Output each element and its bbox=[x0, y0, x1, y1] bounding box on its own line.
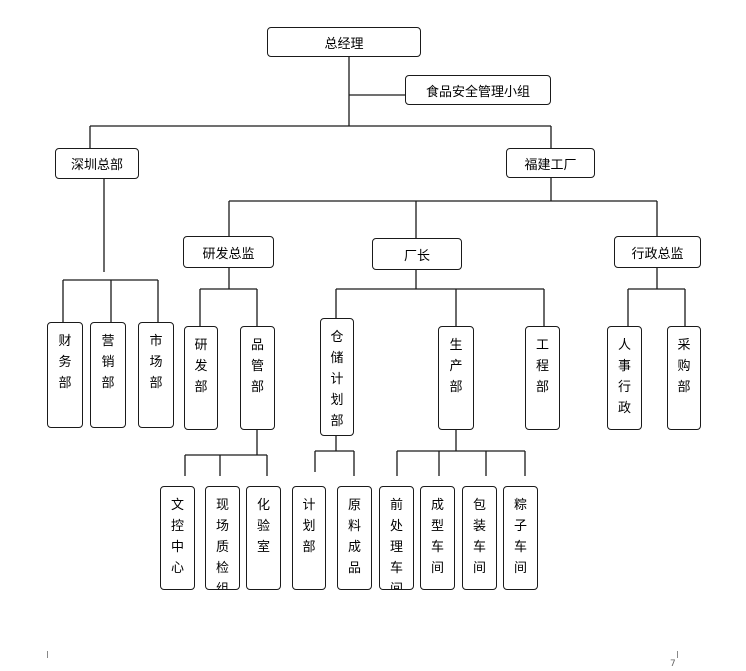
market-dept-box: 市场部 bbox=[138, 322, 174, 428]
engineering-dept-label: 工程部 bbox=[535, 338, 549, 395]
admin-director-label: 行政总监 bbox=[631, 246, 684, 262]
food-safety-team-box: 食品安全管理小组 bbox=[405, 75, 551, 105]
forming-workshop-label: 成型车间 bbox=[430, 498, 444, 576]
page-number: 7 bbox=[670, 659, 676, 669]
production-dept-label: 生产部 bbox=[449, 338, 463, 395]
zongzi-workshop-box: 粽子车间 bbox=[503, 486, 538, 590]
hr-admin-box: 人事行政 bbox=[607, 326, 642, 430]
storage-planning-label: 仓储计划部 bbox=[330, 330, 344, 429]
admin-director-box: 行政总监 bbox=[614, 236, 701, 268]
general-manager-box: 总经理 bbox=[267, 27, 421, 57]
lab-label: 化验室 bbox=[256, 498, 270, 555]
engineering-dept-box: 工程部 bbox=[525, 326, 560, 430]
marketing-dept-label: 营销部 bbox=[101, 334, 115, 391]
forming-workshop-box: 成型车间 bbox=[420, 486, 455, 590]
plant-manager-box: 厂长 bbox=[372, 238, 462, 270]
hr-admin-label: 人事行政 bbox=[617, 338, 631, 416]
onsite-qc-label: 现场质检组 bbox=[215, 498, 229, 590]
raw-finished-label: 原料成品 bbox=[347, 498, 361, 576]
rd-dept-box: 研发部 bbox=[184, 326, 218, 430]
shenzhen-hq-box: 深圳总部 bbox=[55, 148, 139, 179]
rd-director-label: 研发总监 bbox=[202, 246, 255, 262]
qc-dept-box: 品管部 bbox=[240, 326, 275, 430]
food-safety-team-label: 食品安全管理小组 bbox=[425, 84, 530, 100]
lab-box: 化验室 bbox=[246, 486, 281, 590]
plant-manager-label: 厂长 bbox=[403, 248, 430, 264]
packaging-workshop-label: 包装车间 bbox=[472, 498, 486, 576]
margin-mark-right bbox=[677, 651, 678, 658]
finance-dept-label: 财务部 bbox=[58, 334, 72, 391]
rd-director-box: 研发总监 bbox=[183, 236, 274, 268]
raw-finished-box: 原料成品 bbox=[337, 486, 372, 590]
doc-control-label: 文控中心 bbox=[170, 498, 184, 576]
qc-dept-label: 品管部 bbox=[250, 338, 264, 395]
margin-mark-left bbox=[47, 651, 48, 658]
pre-process-workshop-box: 前处理车间 bbox=[379, 486, 414, 590]
purchasing-dept-box: 采购部 bbox=[667, 326, 701, 430]
rd-dept-label: 研发部 bbox=[194, 338, 208, 395]
planning-dept-label: 计划部 bbox=[302, 498, 316, 555]
purchasing-dept-label: 采购部 bbox=[677, 338, 691, 395]
planning-dept-box: 计划部 bbox=[292, 486, 326, 590]
general-manager-label: 总经理 bbox=[324, 36, 364, 52]
pre-process-workshop-label: 前处理车间 bbox=[389, 498, 403, 590]
doc-control-box: 文控中心 bbox=[160, 486, 195, 590]
onsite-qc-box: 现场质检组 bbox=[205, 486, 240, 590]
storage-planning-box: 仓储计划部 bbox=[320, 318, 354, 436]
fujian-factory-label: 福建工厂 bbox=[524, 157, 577, 173]
production-dept-box: 生产部 bbox=[438, 326, 474, 430]
packaging-workshop-box: 包装车间 bbox=[462, 486, 497, 590]
shenzhen-hq-label: 深圳总部 bbox=[70, 158, 123, 173]
marketing-dept-box: 营销部 bbox=[90, 322, 126, 428]
finance-dept-box: 财务部 bbox=[47, 322, 83, 428]
zongzi-workshop-label: 粽子车间 bbox=[513, 498, 527, 576]
fujian-factory-box: 福建工厂 bbox=[506, 148, 595, 178]
market-dept-label: 市场部 bbox=[149, 334, 163, 391]
